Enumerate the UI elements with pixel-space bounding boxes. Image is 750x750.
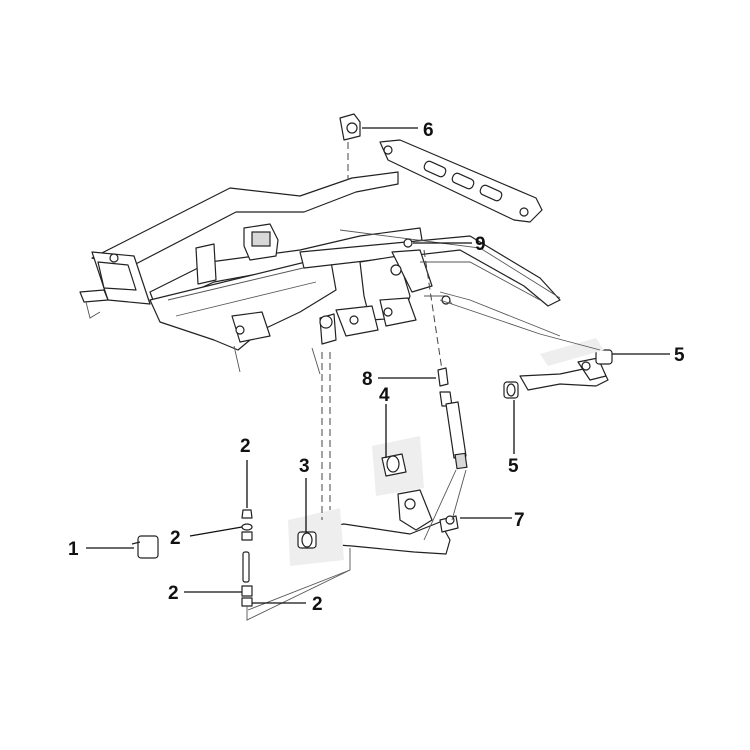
vehicle-frame xyxy=(79,171,561,375)
link-bushing-upper xyxy=(241,531,253,541)
callout-2-link-top: 2 xyxy=(240,436,251,457)
line-5-guide xyxy=(439,299,601,351)
shock-top-nut xyxy=(403,238,413,248)
link-bushing-lower xyxy=(241,585,253,597)
link-washer-upper xyxy=(241,523,253,531)
stabilizer-bar xyxy=(131,511,249,559)
callout-1: 1 xyxy=(68,539,79,560)
callout-numbers: 1 2 2 2 2 3 4 5 5 6 7 8 9 xyxy=(68,120,685,615)
line-shock-to-arm-2 xyxy=(451,469,467,521)
link-nut-top xyxy=(241,509,253,519)
transmission-crossmember xyxy=(379,139,543,223)
upper-arm-bushing-rear xyxy=(595,349,613,365)
upper-mount-bracket xyxy=(339,113,361,141)
callout-6: 6 xyxy=(423,120,434,141)
leader-lines xyxy=(86,127,670,604)
line-link-base xyxy=(246,569,351,621)
shock-absorber xyxy=(439,391,468,470)
callout-2-stabilizer-upper: 2 xyxy=(170,528,181,549)
callout-9: 9 xyxy=(475,234,486,255)
upper-control-arm xyxy=(519,357,609,391)
ball-joint xyxy=(445,515,455,525)
shock-upper-bushing xyxy=(437,367,449,387)
callout-2-link-lower: 2 xyxy=(168,583,179,604)
callout-5-upper: 5 xyxy=(674,345,685,366)
callout-5-lower: 5 xyxy=(508,456,519,477)
link-washer-lower xyxy=(241,597,253,607)
link-sleeve xyxy=(242,551,250,583)
callout-2-link-bottom: 2 xyxy=(312,594,323,615)
callout-7: 7 xyxy=(514,510,525,531)
callout-4: 4 xyxy=(379,385,390,406)
callout-8: 8 xyxy=(362,369,373,390)
callout-3: 3 xyxy=(299,456,310,477)
tag-5-upper xyxy=(540,338,604,366)
upper-arm-bushing-front xyxy=(503,381,519,399)
dash-shock-axis xyxy=(423,249,443,371)
line-shock-to-arm xyxy=(423,469,457,541)
